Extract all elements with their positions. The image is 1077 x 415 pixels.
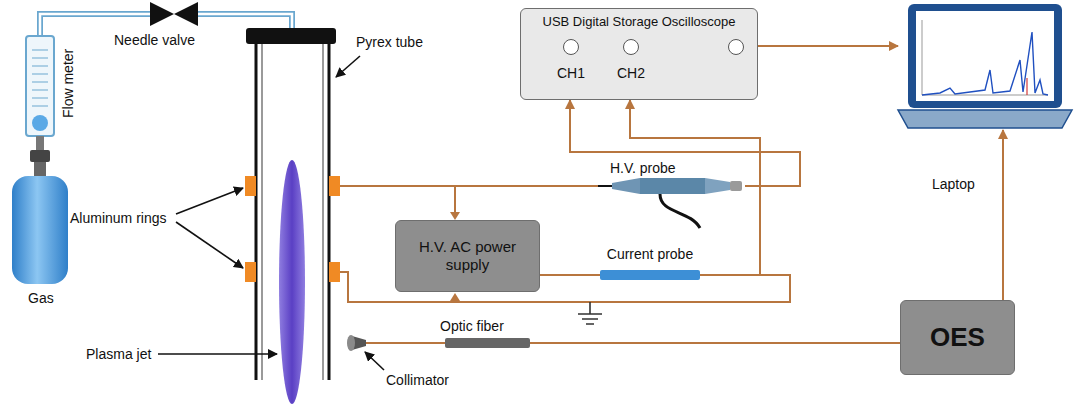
part-label: Aluminum rings — [70, 210, 166, 226]
leader-arrow — [158, 353, 277, 355]
part-label: Plasma jet — [86, 346, 151, 362]
signal-wire — [570, 100, 800, 186]
needle-valve-symbol — [150, 2, 174, 26]
node-label: Laptop — [932, 176, 975, 193]
node-label: H.V. AC power supply — [404, 238, 531, 274]
node-label: Current probe — [607, 246, 693, 263]
signal-wire — [758, 45, 898, 47]
gas-cylinder — [12, 176, 68, 284]
current-probe: Current probe — [600, 246, 700, 282]
cylinder-neck — [34, 162, 46, 176]
regulator-body — [30, 150, 50, 162]
spectrum-plot — [1026, 78, 1027, 95]
leader-arrow — [365, 352, 384, 370]
leader-arrow — [176, 222, 243, 268]
part-label: Optic fiber — [440, 318, 504, 334]
hv-probe-symbol — [730, 181, 742, 191]
flow-meter-symbol — [26, 36, 54, 136]
needle-valve-symbol — [174, 2, 198, 26]
laptop-screen-frame — [908, 4, 1062, 108]
tube-wall — [256, 44, 329, 380]
aluminum-ring — [245, 262, 256, 282]
hv-wire — [454, 186, 456, 212]
part-label: Collimator — [386, 372, 449, 388]
regulator-stem — [36, 136, 44, 150]
part-label: Flow meter — [60, 49, 76, 118]
flow-meter-ball — [32, 115, 48, 131]
node-label: H.V. probe — [610, 160, 676, 177]
wire-arrowhead — [450, 293, 460, 301]
aluminum-ring — [245, 176, 256, 196]
node-label: USB Digital Storage Oscilloscope — [521, 9, 757, 30]
plasma-jet-glow — [279, 160, 305, 404]
power-supply-box: H.V. AC power supply — [395, 220, 540, 292]
current-wire — [540, 274, 600, 276]
channel-jack — [563, 39, 579, 55]
channel-label: CH2 — [617, 65, 645, 82]
part-label: Pyrex tube — [356, 34, 423, 50]
wire-arrowhead — [450, 212, 460, 220]
hv-probe-symbol — [612, 178, 640, 194]
probe-tip — [598, 185, 612, 187]
part-label: Needle valve — [114, 32, 195, 48]
spectrum-axes — [922, 20, 1048, 95]
ground-symbol — [578, 302, 602, 324]
hv-wire — [340, 185, 598, 187]
tube-cap — [246, 28, 336, 44]
laptop-base — [898, 110, 1072, 128]
hv-probe-symbol — [705, 178, 730, 194]
optic-fiber-symbol — [445, 338, 530, 348]
aluminum-ring — [329, 262, 340, 282]
leader-arrow — [176, 188, 243, 214]
oscilloscope-box: USB Digital Storage OscilloscopeCH1 CH2 — [520, 8, 758, 100]
tube-wall-inner — [262, 44, 323, 380]
channel-label: CH1 — [557, 65, 585, 82]
oes-box: OES — [900, 300, 1015, 375]
collimator-symbol — [347, 335, 355, 351]
part-label: Gas — [28, 290, 54, 306]
current-probe-symbol — [600, 270, 700, 280]
aluminum-ring — [329, 176, 340, 196]
flow-meter-scale — [32, 50, 48, 106]
spectrum-plot — [922, 32, 1048, 95]
signal-wire — [1002, 130, 1004, 300]
laptop: Laptop — [898, 2, 1072, 130]
probe-cable — [660, 194, 700, 228]
channel-jack — [623, 39, 639, 55]
hv-probe: H.V. probe — [590, 160, 745, 200]
laptop-screen — [916, 11, 1054, 101]
channel-jack — [728, 39, 744, 55]
hv-probe-symbol — [640, 178, 705, 194]
leader-arrow — [336, 56, 360, 77]
node-label: OES — [930, 322, 985, 353]
optic-fiber-line — [364, 342, 900, 344]
